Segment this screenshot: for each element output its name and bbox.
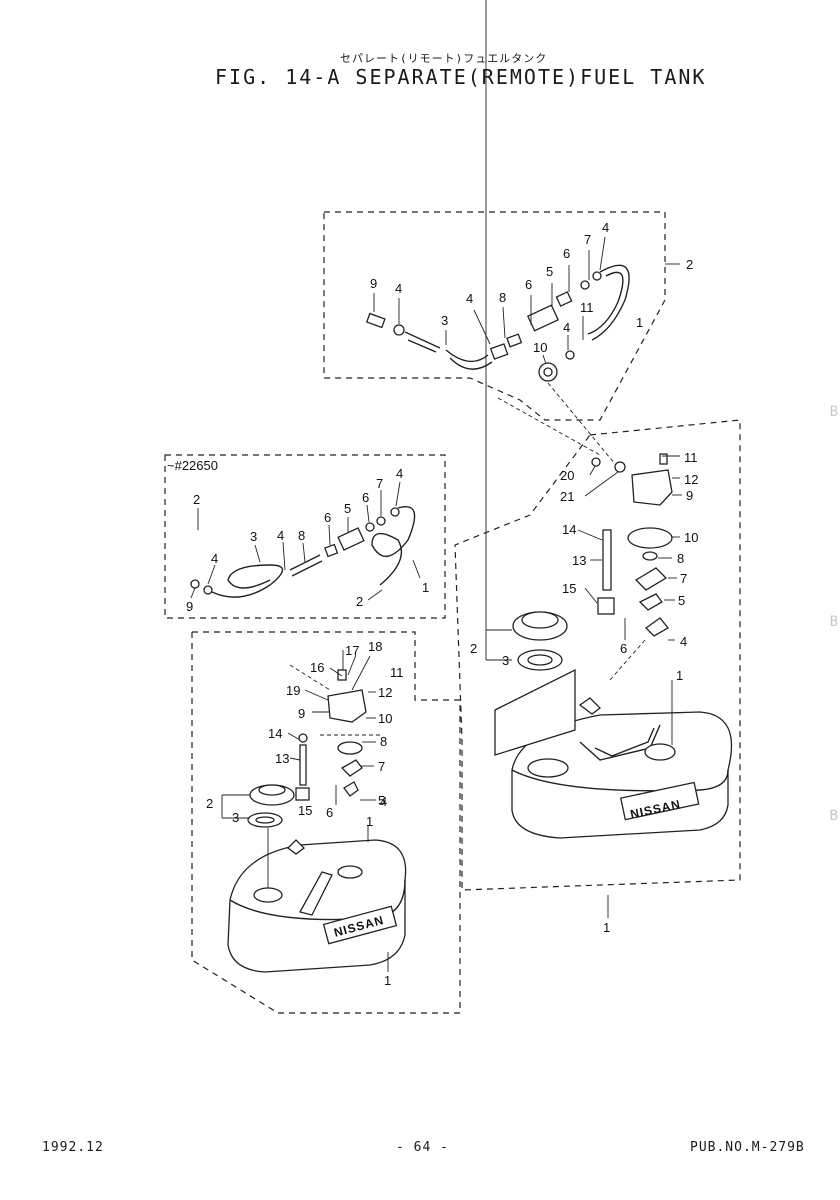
callout: 1 xyxy=(676,668,683,683)
footer-page-number: - 64 - xyxy=(396,1140,449,1155)
callout: 2 xyxy=(193,492,200,507)
edge-mark: B xyxy=(829,404,838,420)
callout: 4 xyxy=(396,466,403,481)
hose-assembly-box xyxy=(323,211,666,421)
footer-date: 1992.12 xyxy=(42,1140,104,1155)
callout: 21 xyxy=(560,489,574,504)
callout: 19 xyxy=(286,683,300,698)
fuel-hose-assembly-top xyxy=(365,264,630,382)
callout: 2 xyxy=(206,796,213,811)
callout: 17 xyxy=(345,643,359,658)
callout: 4 xyxy=(563,320,570,335)
callout: 2 xyxy=(356,594,363,609)
callout: 3 xyxy=(502,653,509,668)
callout: 4 xyxy=(277,528,284,543)
edge-mark: B xyxy=(829,808,838,824)
figure-title: FIG. 14-A SEPARATE(REMOTE)FUEL TANK xyxy=(215,65,707,89)
callouts-tank-left: 16 17 18 11 19 12 9 10 14 8 13 7 5 2 15 … xyxy=(206,639,404,988)
callout: 7 xyxy=(378,759,385,774)
callout: 6 xyxy=(563,246,570,261)
callout: 3 xyxy=(250,529,257,544)
tank-assembly-box-left xyxy=(191,631,461,1014)
footer-publication-number: PUB.NO.M-279B xyxy=(690,1140,805,1155)
callout: 9 xyxy=(370,276,377,291)
callout: 8 xyxy=(380,734,387,749)
callout: 20 xyxy=(560,468,574,483)
callout: 6 xyxy=(326,805,333,820)
callout: 9 xyxy=(186,599,193,614)
callout: 1 xyxy=(366,814,373,829)
callout: 11 xyxy=(390,665,404,680)
callout: 18 xyxy=(368,639,382,654)
callout: 4 xyxy=(602,220,609,235)
fuel-tank-left: NISSAN xyxy=(227,669,407,973)
callout: 4 xyxy=(466,291,473,306)
callout: 6 xyxy=(525,277,532,292)
callout: 10 xyxy=(684,530,698,545)
callout: 1 xyxy=(422,580,429,595)
callout: 8 xyxy=(298,528,305,543)
callout: 11 xyxy=(580,300,594,315)
callout: 7 xyxy=(376,476,383,491)
callout: 14 xyxy=(268,726,282,741)
callout: 6 xyxy=(620,641,627,656)
callout: 11 xyxy=(684,450,698,465)
callout: 15 xyxy=(298,803,312,818)
callout: 6 xyxy=(362,490,369,505)
figure-title-japanese: セパレート(リモート)フュエルタンク xyxy=(340,52,548,65)
callout: 2 xyxy=(470,641,477,656)
callouts-tank-right: 11 12 20 21 9 14 10 13 8 15 7 5 2 3 4 6 … xyxy=(470,450,698,935)
callout: 16 xyxy=(310,660,324,675)
callout: 5 xyxy=(344,501,351,516)
callout: 8 xyxy=(677,551,684,566)
callout: 5 xyxy=(378,793,385,808)
callout: 1 xyxy=(603,920,610,935)
callout: 7 xyxy=(584,232,591,247)
callout: 9 xyxy=(298,706,305,721)
callout: 12 xyxy=(684,472,698,487)
callout: 4 xyxy=(211,551,218,566)
callout: 10 xyxy=(533,340,547,355)
callout: 1 xyxy=(636,315,643,330)
edge-mark: B xyxy=(829,614,838,630)
callout: 14 xyxy=(562,522,576,537)
callout: 13 xyxy=(275,751,289,766)
tank-assembly-box-right xyxy=(454,419,741,891)
callout: 3 xyxy=(441,313,448,328)
callout: 6 xyxy=(324,510,331,525)
callout: 9 xyxy=(686,488,693,503)
callout: 5 xyxy=(546,264,553,279)
callout: 4 xyxy=(680,634,687,649)
callout: 10 xyxy=(378,711,392,726)
callouts-hose-top: 9 4 3 4 8 6 5 6 7 4 2 11 4 10 1 xyxy=(370,220,693,355)
callouts-hose-left: 2 3 4 8 6 5 6 7 4 4 9 1 2 xyxy=(186,466,429,614)
callout: 4 xyxy=(395,281,402,296)
callout: 1 xyxy=(384,973,391,988)
fuel-hose-assembly-left xyxy=(190,506,416,598)
callout: 2 xyxy=(686,257,693,272)
serial-range-label: ~#22650 xyxy=(167,458,218,473)
callout: 5 xyxy=(678,593,685,608)
fuel-tank-right: NISSAN xyxy=(494,453,733,839)
callout: 8 xyxy=(499,290,506,305)
callout: 7 xyxy=(680,571,687,586)
callout: 13 xyxy=(572,553,586,568)
callout: 3 xyxy=(232,810,239,825)
callout: 15 xyxy=(562,581,576,596)
callout: 12 xyxy=(378,685,392,700)
callout: 4 xyxy=(380,794,387,809)
hose-assembly-box-left xyxy=(164,454,446,619)
